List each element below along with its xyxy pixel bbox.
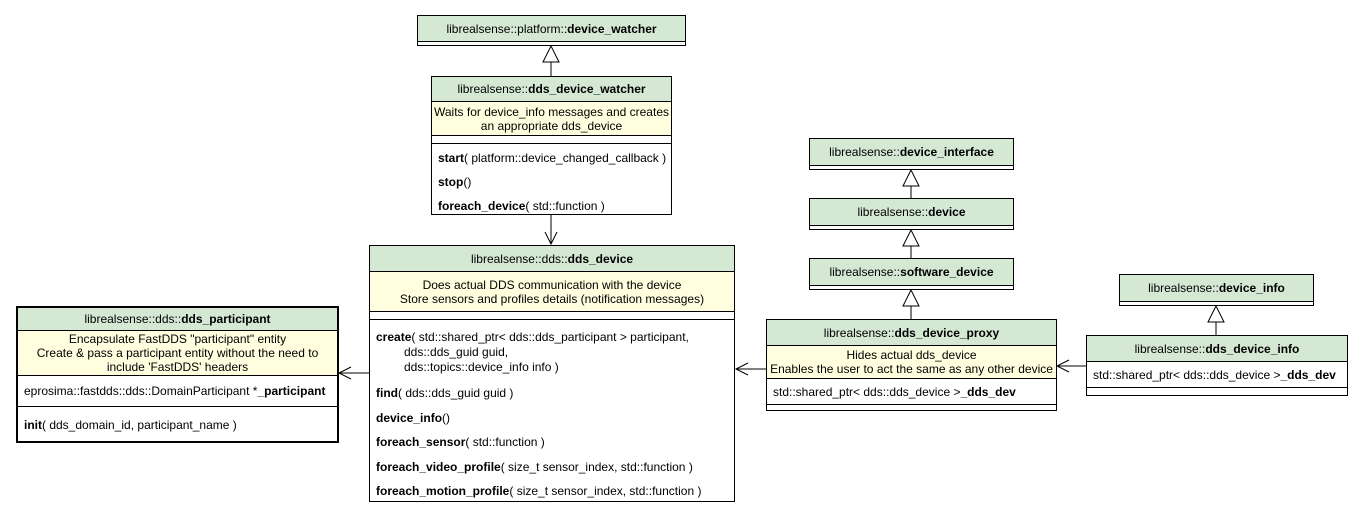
description-line: an appropriate dds_device [480, 118, 623, 133]
method-foreach-motion-profile: foreach_motion_profile( size_t sensor_in… [376, 484, 702, 498]
class-header: librealsense::dds_device_watcher [432, 77, 671, 102]
method-create: create( std::shared_ptr< dds::dds_partic… [376, 330, 689, 344]
description-line: Waits for device_info messages and creat… [433, 104, 669, 119]
attribute-dds-dev: std::shared_ptr< dds::dds_device > _dds_… [767, 379, 1056, 405]
class-software-device[interactable]: librealsense::software_device [809, 258, 1014, 290]
inherit-arrow-watcher [542, 44, 560, 63]
inherit-arrow-proxy [902, 288, 920, 307]
class-device-info[interactable]: librealsense::device_info [1119, 274, 1314, 306]
class-name: device_interface [899, 145, 994, 159]
method-find: find( dds::dds_guid guid ) [376, 386, 514, 400]
class-name: device_watcher [567, 21, 657, 36]
class-dds-device-info[interactable]: librealsense::dds_device_info std::share… [1086, 335, 1348, 396]
inherit-arrow-software-device [902, 228, 920, 247]
class-name: dds_device_watcher [528, 82, 646, 96]
class-namespace: librealsense:: [823, 325, 895, 340]
class-namespace: librealsense:: [829, 145, 900, 159]
method-init: init( dds_domain_id, participant_name ) [24, 418, 237, 432]
class-namespace: librealsense::platform:: [446, 21, 568, 36]
description-line: include 'FastDDS' headers [106, 360, 249, 374]
class-namespace: librealsense::dds:: [470, 251, 568, 266]
class-header: librealsense::dds_device_info [1087, 336, 1347, 362]
class-dds-participant[interactable]: librealsense::dds::dds_participant Encap… [16, 306, 339, 443]
description-line: Create & pass a participant entity witho… [36, 346, 319, 360]
assoc-arrow-proxy-device [734, 362, 749, 376]
class-name: dds_device_proxy [894, 325, 1000, 340]
class-description: Waits for device_info messages and creat… [432, 102, 671, 136]
description-line: Enables the user to act the same as any … [770, 362, 1053, 376]
divider [370, 312, 734, 320]
method-foreach-video-profile: foreach_video_profile( size_t sensor_ind… [376, 460, 693, 474]
class-description: Does actual DDS communication with the d… [370, 272, 734, 312]
method-foreach-sensor: foreach_sensor( std::function ) [376, 435, 545, 449]
attribute-dds-dev: std::shared_ptr< dds::dds_device > _dds_… [1087, 362, 1347, 388]
method-device-info: device_info() [376, 411, 451, 425]
description-line: Does actual DDS communication with the d… [422, 277, 682, 292]
class-namespace: librealsense:: [457, 82, 529, 96]
class-namespace: librealsense:: [829, 265, 901, 279]
class-header: librealsense::device [810, 199, 1013, 226]
divider [432, 136, 671, 144]
assoc-arrow-info-proxy [1055, 359, 1070, 373]
method-create-arg: dds::topics::device_info info ) [404, 360, 559, 374]
attribute-participant: eprosima::fastdds::dds::DomainParticipan… [18, 376, 337, 407]
class-namespace: librealsense::dds:: [84, 312, 182, 326]
class-dds-device-watcher[interactable]: librealsense::dds_device_watcher Waits f… [431, 76, 672, 215]
class-name: device [928, 205, 966, 219]
class-description: Encapsulate FastDDS "participant" entity… [18, 331, 337, 376]
method-create-arg: dds::dds_guid guid, [404, 345, 509, 359]
class-platform-device-watcher[interactable]: librealsense::platform::device_watcher [417, 15, 686, 46]
class-header: librealsense::dds::dds_participant [18, 308, 337, 331]
class-namespace: librealsense:: [857, 205, 929, 219]
class-name: dds_device [567, 251, 634, 266]
inherit-arrow-device-info [1207, 304, 1225, 323]
class-namespace: librealsense:: [1134, 341, 1206, 356]
class-device-interface[interactable]: librealsense::device_interface [809, 138, 1014, 170]
assoc-arrow-device-participant [337, 366, 352, 380]
method-foreach-device: foreach_device( std::function ) [438, 199, 605, 213]
class-header: librealsense::software_device [810, 259, 1013, 286]
method-stop: stop() [438, 175, 472, 189]
description-line: Store sensors and profiles details (noti… [399, 291, 705, 306]
class-header: librealsense::dds::dds_device [370, 246, 734, 272]
assoc-arrow-watcher-device [544, 231, 558, 246]
class-description: Hides actual dds_device Enables the user… [767, 346, 1056, 379]
description-line: Encapsulate FastDDS "participant" entity [68, 332, 287, 346]
class-namespace: librealsense:: [1148, 281, 1219, 295]
class-name: software_device [900, 265, 994, 279]
class-name: dds_participant [181, 312, 271, 326]
description-line: Hides actual dds_device [846, 348, 977, 362]
class-header: librealsense::dds_device_proxy [767, 320, 1056, 346]
class-dds-device[interactable]: librealsense::dds::dds_device Does actua… [369, 245, 735, 502]
class-name: dds_device_info [1205, 341, 1300, 356]
class-header: librealsense::device_info [1120, 275, 1313, 302]
class-header: librealsense::platform::device_watcher [418, 16, 685, 42]
class-name: device_info [1218, 281, 1285, 295]
method-start: start( platform::device_changed_callback… [438, 151, 667, 165]
class-dds-device-proxy[interactable]: librealsense::dds_device_proxy Hides act… [766, 319, 1057, 411]
class-header: librealsense::device_interface [810, 139, 1013, 166]
class-device[interactable]: librealsense::device [809, 198, 1014, 230]
inherit-arrow-device [902, 168, 920, 187]
